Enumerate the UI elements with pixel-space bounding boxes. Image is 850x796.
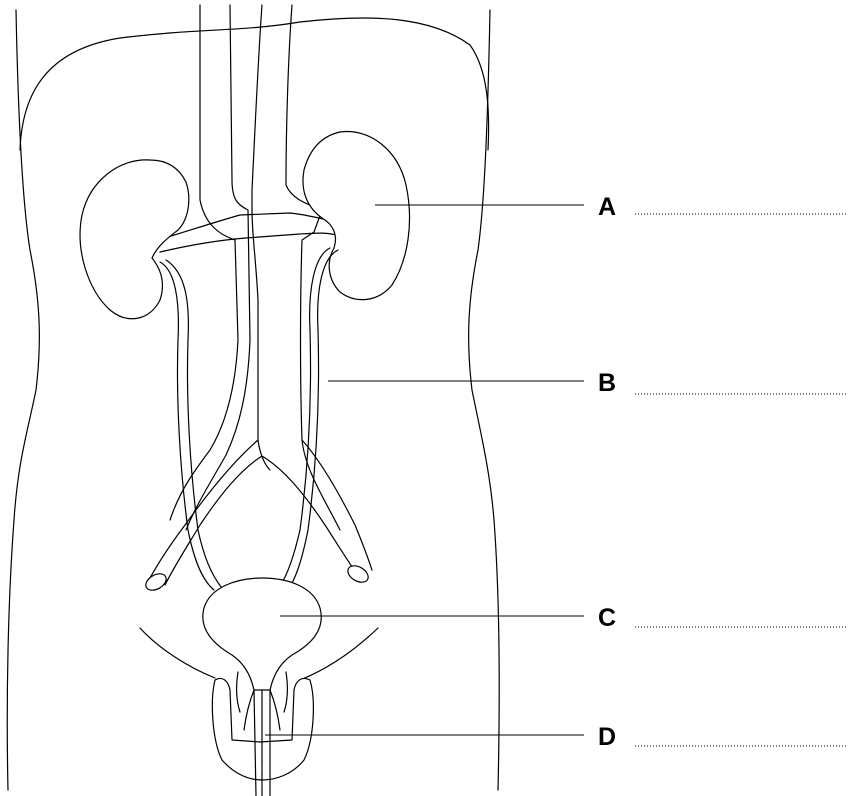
labels: A B C D (598, 193, 616, 751)
iliac-branch-right (302, 440, 372, 570)
iliac-branch-left (150, 440, 258, 578)
iliac-branch-inner (165, 456, 360, 585)
answer-lines (635, 214, 848, 746)
bladder-group (203, 578, 322, 796)
label-c: C (598, 604, 616, 632)
right-kidney (303, 132, 410, 300)
label-d: D (598, 723, 616, 751)
vena-cava (170, 5, 250, 530)
kidneys (80, 132, 409, 319)
genital-outline (212, 678, 313, 780)
aorta (252, 5, 340, 530)
body-left-side (7, 10, 39, 790)
bladder (203, 578, 322, 690)
right-iliac-cut (345, 562, 371, 585)
left-kidney (80, 160, 189, 319)
rib-cage-line (20, 18, 489, 150)
label-a: A (598, 193, 616, 221)
right-ureter (280, 248, 338, 590)
pelvis-left-line (140, 628, 215, 678)
leader-lines (265, 205, 584, 735)
body-right-side (469, 10, 500, 790)
left-iliac-cut (143, 570, 169, 593)
label-b: B (598, 369, 616, 397)
